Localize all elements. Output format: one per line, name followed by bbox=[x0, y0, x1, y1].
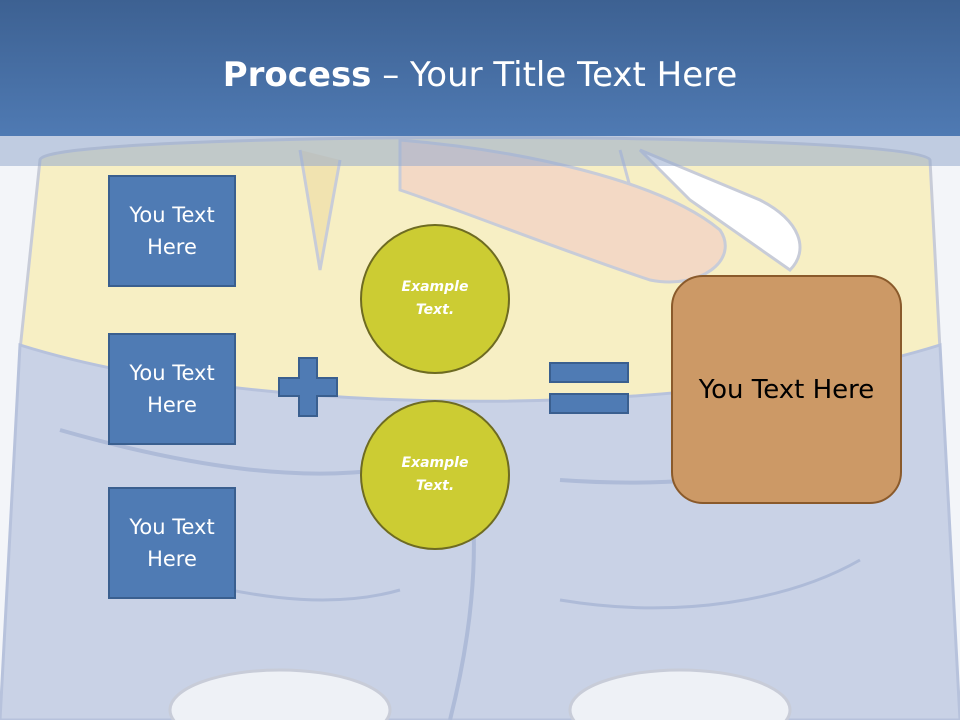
slide-title-bold: Process bbox=[222, 55, 372, 95]
input-box-1: You Text Here bbox=[108, 175, 236, 287]
result-box: You Text Here bbox=[671, 275, 902, 504]
slide-title: Process – Your Title Text Here bbox=[0, 50, 960, 100]
title-bar bbox=[0, 0, 960, 136]
slide-title-rest: – Your Title Text Here bbox=[371, 55, 738, 95]
example-circle-2: Example Text. bbox=[360, 400, 510, 550]
equals-icon bbox=[549, 362, 629, 414]
example-circle-1: Example Text. bbox=[360, 224, 510, 374]
plus-icon bbox=[278, 357, 338, 417]
input-box-2: You Text Here bbox=[108, 333, 236, 445]
title-bar-underlay bbox=[0, 136, 960, 166]
input-box-3: You Text Here bbox=[108, 487, 236, 599]
